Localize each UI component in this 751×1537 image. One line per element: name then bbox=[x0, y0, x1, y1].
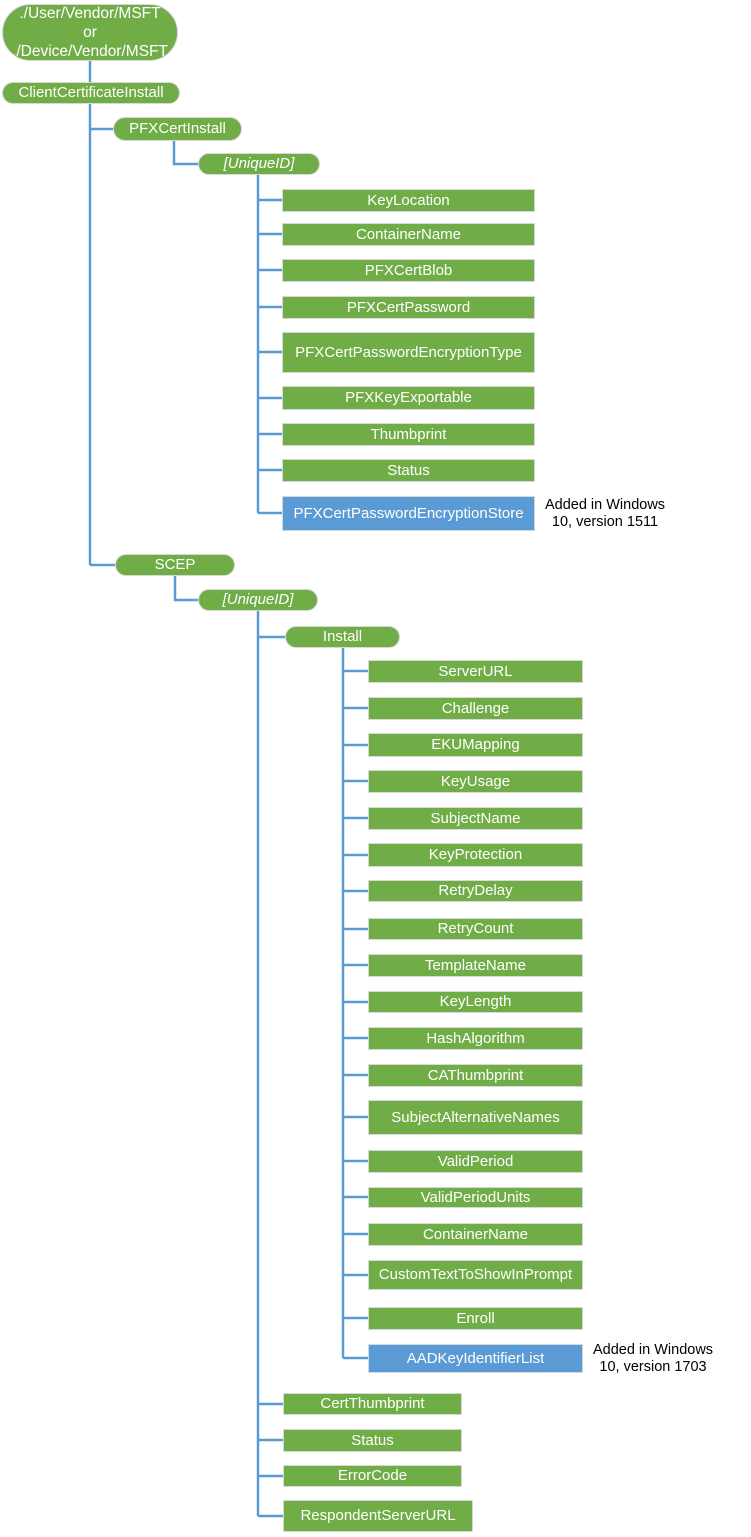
node-uniqueid-scep: [UniqueID] bbox=[198, 589, 318, 611]
node-cathumbprint: CAThumbprint bbox=[368, 1064, 583, 1087]
node-pfxcertinstall: PFXCertInstall bbox=[113, 117, 242, 141]
annotation-version-1511: Added in Windows 10, version 1511 bbox=[544, 497, 666, 530]
node-root: ./User/Vendor/MSFT or ./Device/Vendor/MS… bbox=[2, 4, 178, 61]
node-subjectalternativenames: SubjectAlternativeNames bbox=[368, 1100, 583, 1135]
node-retrydelay: RetryDelay bbox=[368, 880, 583, 902]
node-scep: SCEP bbox=[115, 554, 235, 576]
tree-connector-path bbox=[88, 61, 368, 1518]
annotation-version-1703: Added in Windows 10, version 1703 bbox=[592, 1342, 714, 1375]
node-respondentserverurl: RespondentServerURL bbox=[283, 1500, 473, 1532]
node-pfxcertpassword: PFXCertPassword bbox=[282, 296, 535, 319]
node-keyusage: KeyUsage bbox=[368, 770, 583, 793]
node-pfxcertpasswordencryptiontype: PFXCertPasswordEncryptionType bbox=[282, 332, 535, 373]
node-status-pfx: Status bbox=[282, 459, 535, 482]
node-keyprotection: KeyProtection bbox=[368, 843, 583, 867]
node-containername-pfx: ContainerName bbox=[282, 223, 535, 246]
node-certthumbprint: CertThumbprint bbox=[283, 1393, 462, 1415]
node-serverurl: ServerURL bbox=[368, 660, 583, 683]
node-uniqueid-pfx: [UniqueID] bbox=[198, 153, 320, 175]
node-hashalgorithm: HashAlgorithm bbox=[368, 1027, 583, 1050]
node-enroll: Enroll bbox=[368, 1307, 583, 1330]
node-templatename: TemplateName bbox=[368, 954, 583, 977]
node-subjectname: SubjectName bbox=[368, 807, 583, 830]
node-pfxcertpasswordencryptionstore: PFXCertPasswordEncryptionStore bbox=[282, 496, 535, 531]
node-pfxcertblob: PFXCertBlob bbox=[282, 259, 535, 282]
node-customtexttoshowinprompt: CustomTextToShowInPrompt bbox=[368, 1260, 583, 1290]
node-containername-scep: ContainerName bbox=[368, 1223, 583, 1246]
node-validperiodunits: ValidPeriodUnits bbox=[368, 1187, 583, 1208]
node-validperiod: ValidPeriod bbox=[368, 1150, 583, 1173]
node-clientcertificateinstall: ClientCertificateInstall bbox=[2, 82, 180, 104]
node-errorcode: ErrorCode bbox=[283, 1465, 462, 1487]
node-ekumapping: EKUMapping bbox=[368, 733, 583, 757]
node-status-scep: Status bbox=[283, 1429, 462, 1452]
node-challenge: Challenge bbox=[368, 697, 583, 720]
node-install: Install bbox=[285, 626, 400, 648]
node-aadkeyidentifierlist: AADKeyIdentifierList bbox=[368, 1344, 583, 1373]
node-keylength: KeyLength bbox=[368, 991, 583, 1013]
node-keylocation: KeyLocation bbox=[282, 189, 535, 212]
node-pfxkeyexportable: PFXKeyExportable bbox=[282, 386, 535, 410]
node-retrycount: RetryCount bbox=[368, 918, 583, 940]
node-thumbprint: Thumbprint bbox=[282, 423, 535, 446]
